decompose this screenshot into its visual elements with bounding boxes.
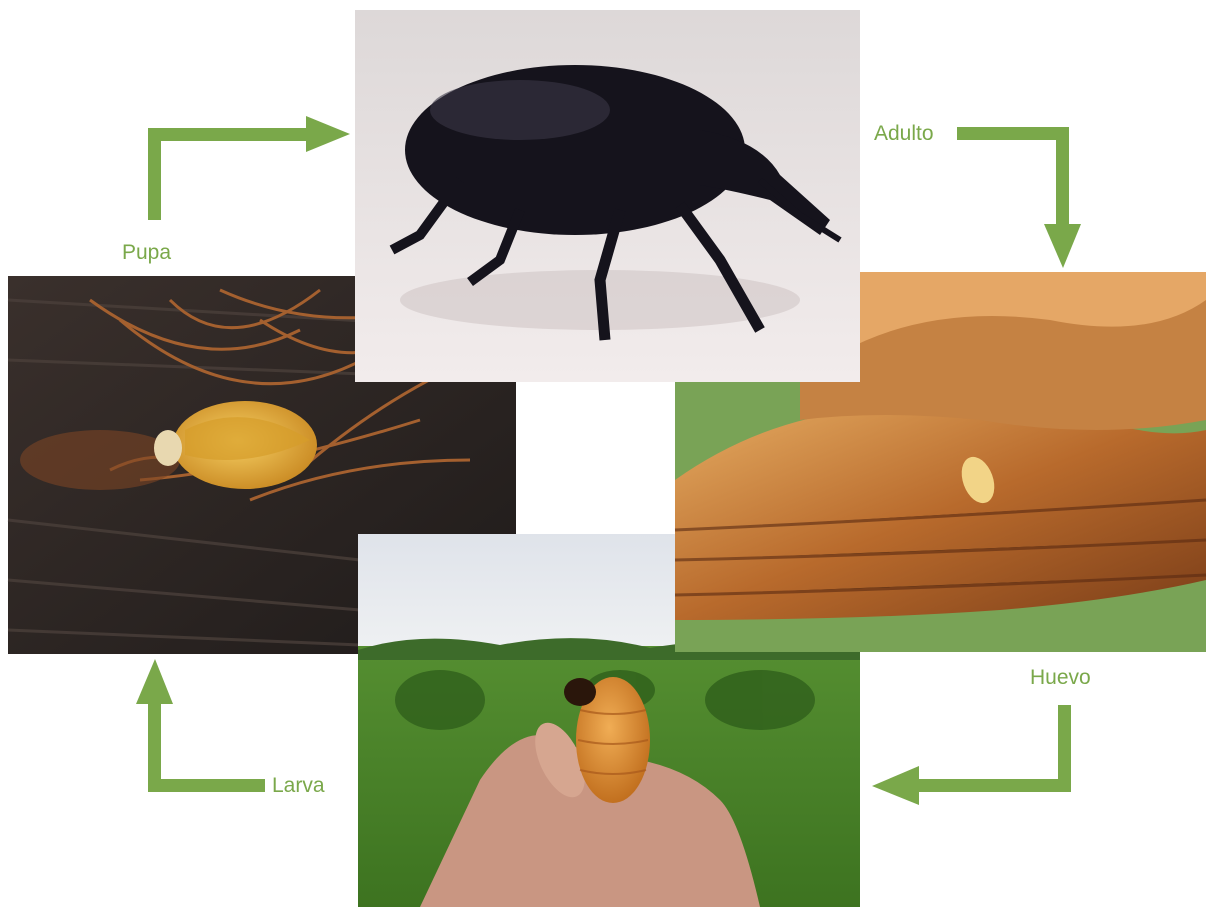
label-larva: Larva (272, 774, 325, 797)
label-adulto: Adulto (874, 122, 934, 145)
adult-photo (355, 10, 860, 382)
label-pupa: Pupa (122, 241, 171, 264)
arrow-huevo-to-larva (872, 705, 1071, 805)
larva-head (564, 678, 596, 706)
arrow-pupa-to-adulto (148, 116, 350, 220)
arrow-larva-to-pupa (136, 659, 265, 792)
label-huevo: Huevo (1030, 666, 1091, 689)
arrow-adulto-to-huevo (957, 127, 1081, 268)
